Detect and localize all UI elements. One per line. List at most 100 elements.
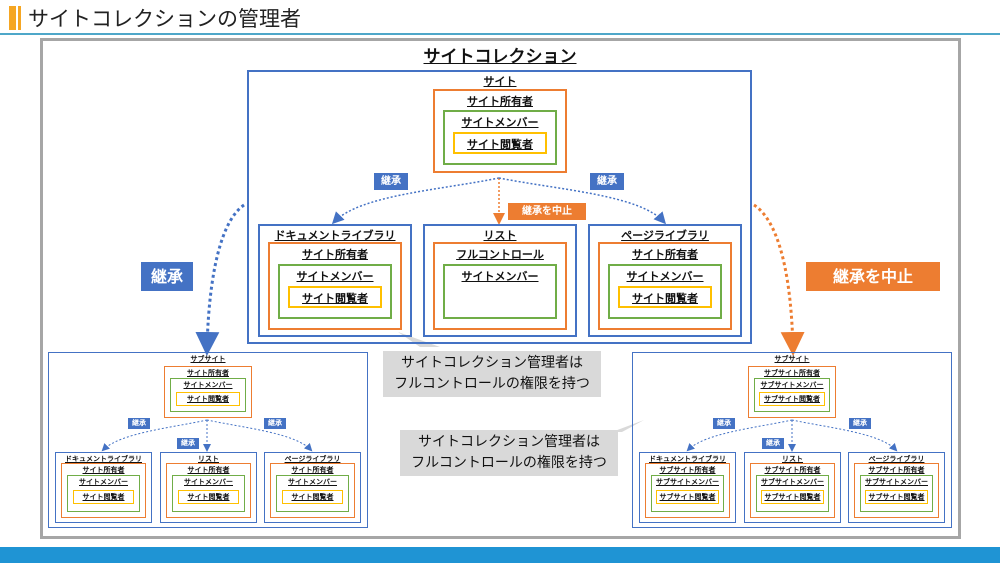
left-sub-list-owner-box <box>166 463 251 518</box>
site-doclib-member-label: サイトメンバー <box>296 270 374 283</box>
left-sub-list-member-label: サイトメンバー <box>184 478 233 486</box>
right-subsite-label: サブサイト <box>774 355 810 363</box>
right-subsite-inherit-tag-b: 継承 <box>762 438 784 449</box>
right-sub-doclib-owner-label: サブサイト所有者 <box>659 466 716 474</box>
site-doclib-owner-box <box>268 242 402 330</box>
right-sub-list-label: リスト <box>782 455 803 463</box>
left-subsite-member-label: サイトメンバー <box>183 381 233 389</box>
callout-bottom-line1: サイトコレクション管理者は <box>418 434 600 450</box>
right-subsite-inherit-tag-a: 継承 <box>713 418 735 429</box>
sub-left-inherit-pagelib <box>206 419 313 452</box>
admin-callout-bottom: サイトコレクション管理者は フルコントロールの権限を持つ <box>400 430 618 476</box>
right-sub-doclib-owner-box <box>645 463 730 518</box>
footer-bar <box>0 547 1000 563</box>
left-sub-doclib-member-label: サイトメンバー <box>79 478 128 486</box>
title-accent-bar-thin <box>18 6 21 30</box>
right-subsite-visitor-label: サブサイト閲覧者 <box>764 395 820 403</box>
left-sub-list-label: リスト <box>198 455 219 463</box>
site-doclib-visitor-label: サイト閲覧者 <box>302 292 368 305</box>
site-pagelib-member-box <box>608 264 722 319</box>
site-doclib-container <box>258 224 412 337</box>
right-subsite-inherit-tag-c: 継承 <box>849 418 871 429</box>
site-visitor-label: サイト閲覧者 <box>467 138 533 151</box>
site-list-fullcontrol-label: フルコントロール <box>456 248 544 261</box>
site-pagelib-label: ページライブラリ <box>621 229 709 242</box>
left-subsite-visitor-box <box>176 392 240 406</box>
left-subsite-inherit-tag-c: 継承 <box>264 418 286 429</box>
left-sub-list-container <box>160 452 257 523</box>
right-sub-list-container <box>744 452 841 523</box>
left-sub-pagelib-member-box <box>276 475 349 512</box>
site-list-member-box <box>443 264 557 319</box>
left-sub-pagelib-label: ページライブラリ <box>284 455 341 463</box>
left-sub-doclib-visitor-box <box>73 490 134 504</box>
right-sub-list-member-label: サブサイトメンバー <box>761 478 824 486</box>
left-subsite-member-box <box>170 378 246 412</box>
site-visitor-box <box>453 132 547 154</box>
left-sub-pagelib-member-label: サイトメンバー <box>288 478 337 486</box>
left-sub-list-owner-label: サイト所有者 <box>187 466 230 474</box>
site-list-label: リスト <box>483 229 517 242</box>
title-accent-bar <box>9 6 16 30</box>
right-subsite-owner-label: サブサイト所有者 <box>764 369 820 377</box>
site-doclib-member-box <box>278 264 392 319</box>
left-sub-doclib-label: ドキュメントライブラリ <box>65 455 142 463</box>
right-sub-list-owner-box <box>750 463 835 518</box>
callout-bottom-line2: フルコントロールの権限を持つ <box>411 455 607 471</box>
right-sub-pagelib-visitor-label: サブサイト閲覧者 <box>868 493 925 501</box>
site-owner-label: サイト所有者 <box>467 95 533 108</box>
left-sub-doclib-member-box <box>67 475 140 512</box>
right-sub-pagelib-visitor-box <box>865 490 928 504</box>
sub-left-inherit-doclib <box>101 419 208 452</box>
site-label: サイト <box>483 75 517 88</box>
left-subsite-owner-box <box>164 366 252 418</box>
site-pagelib-member-label: サイトメンバー <box>626 270 704 283</box>
admin-callout-top: サイトコレクション管理者は フルコントロールの権限を持つ <box>383 351 601 397</box>
left-sub-pagelib-visitor-label: サイト閲覧者 <box>291 493 334 501</box>
callout-top-line1: サイトコレクション管理者は <box>401 355 583 371</box>
site-container <box>247 70 752 344</box>
left-sub-pagelib-owner-label: サイト所有者 <box>291 466 334 474</box>
callout-top-line2: フルコントロールの権限を持つ <box>394 376 590 392</box>
right-sub-list-owner-label: サブサイト所有者 <box>764 466 821 474</box>
right-sub-doclib-container <box>639 452 736 523</box>
right-subsite-visitor-box <box>759 392 825 406</box>
left-subsite-owner-label: サイト所有者 <box>187 369 229 377</box>
right-sub-pagelib-container <box>848 452 945 523</box>
big-inherit-tag: 継承 <box>141 262 193 291</box>
left-sub-doclib-container <box>55 452 152 523</box>
left-subsite-visitor-label: サイト閲覧者 <box>187 395 229 403</box>
inherit-tag-right: 継承 <box>590 173 624 190</box>
site-list-member-label: サイトメンバー <box>461 270 539 283</box>
right-sub-doclib-visitor-box <box>656 490 719 504</box>
inherit-arrow-pagelib <box>498 177 666 225</box>
site-collection-frame <box>40 38 961 539</box>
inherit-arrow-subsite-left <box>195 203 245 356</box>
right-sub-doclib-label: ドキュメントライブラリ <box>649 455 726 463</box>
left-sub-pagelib-owner-box <box>270 463 355 518</box>
sub-right-inherit-pagelib <box>791 419 898 452</box>
left-sub-list-visitor-box <box>178 490 239 504</box>
right-sub-list-visitor-label: サブサイト閲覧者 <box>764 493 821 501</box>
inherit-arrow-doclib <box>331 177 500 225</box>
site-pagelib-visitor-label: サイト閲覧者 <box>632 292 698 305</box>
left-subsite-inherit-tag-b: 継承 <box>177 438 199 449</box>
site-member-box <box>443 110 557 165</box>
left-sub-doclib-owner-box <box>61 463 146 518</box>
right-sub-doclib-member-box <box>651 475 724 512</box>
right-sub-pagelib-member-label: サブサイトメンバー <box>865 478 928 486</box>
left-subsite-label: サブサイト <box>190 355 226 363</box>
slide-title: サイトコレクションの管理者 <box>28 7 301 31</box>
site-doclib-visitor-box <box>288 286 382 308</box>
site-doclib-owner-label: サイト所有者 <box>302 248 368 261</box>
site-doclib-label: ドキュメントライブラリ <box>274 229 396 242</box>
left-sub-pagelib-visitor-box <box>282 490 343 504</box>
site-pagelib-visitor-box <box>618 286 712 308</box>
title-divider <box>0 33 1000 35</box>
right-sub-doclib-member-label: サブサイトメンバー <box>656 478 719 486</box>
site-list-container <box>423 224 577 337</box>
right-sub-pagelib-owner-box <box>854 463 939 518</box>
site-pagelib-container <box>588 224 742 337</box>
site-list-fullcontrol-box <box>433 242 567 330</box>
right-sub-pagelib-member-box <box>860 475 933 512</box>
